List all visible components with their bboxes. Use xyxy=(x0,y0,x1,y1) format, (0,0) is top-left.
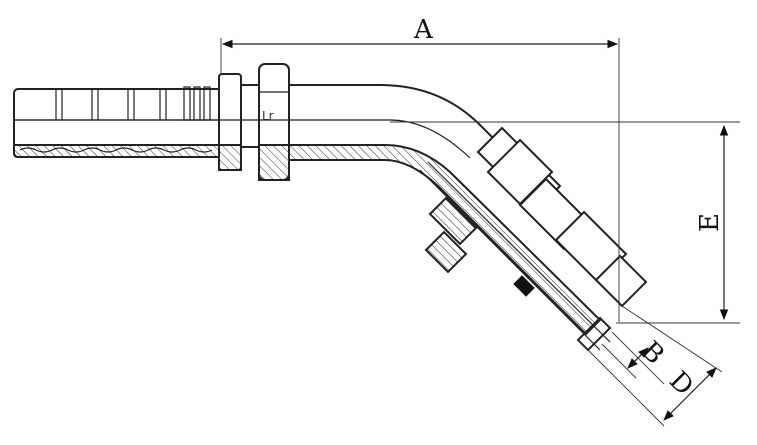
dimension-b-label: B xyxy=(635,336,670,371)
dimension-b: B xyxy=(601,331,670,385)
flange-collar: Lr xyxy=(218,63,290,181)
dimension-e-label: E xyxy=(695,213,725,232)
stamp-text: Lr xyxy=(262,109,274,123)
dimension-a-label: A xyxy=(413,15,434,45)
dimension-a: A xyxy=(220,15,620,322)
dimension-d-label: D xyxy=(663,366,699,402)
elbow-body xyxy=(14,84,602,336)
dimension-e: E xyxy=(390,121,740,324)
hose-tail xyxy=(13,86,225,158)
angled-sleeve xyxy=(419,126,648,352)
